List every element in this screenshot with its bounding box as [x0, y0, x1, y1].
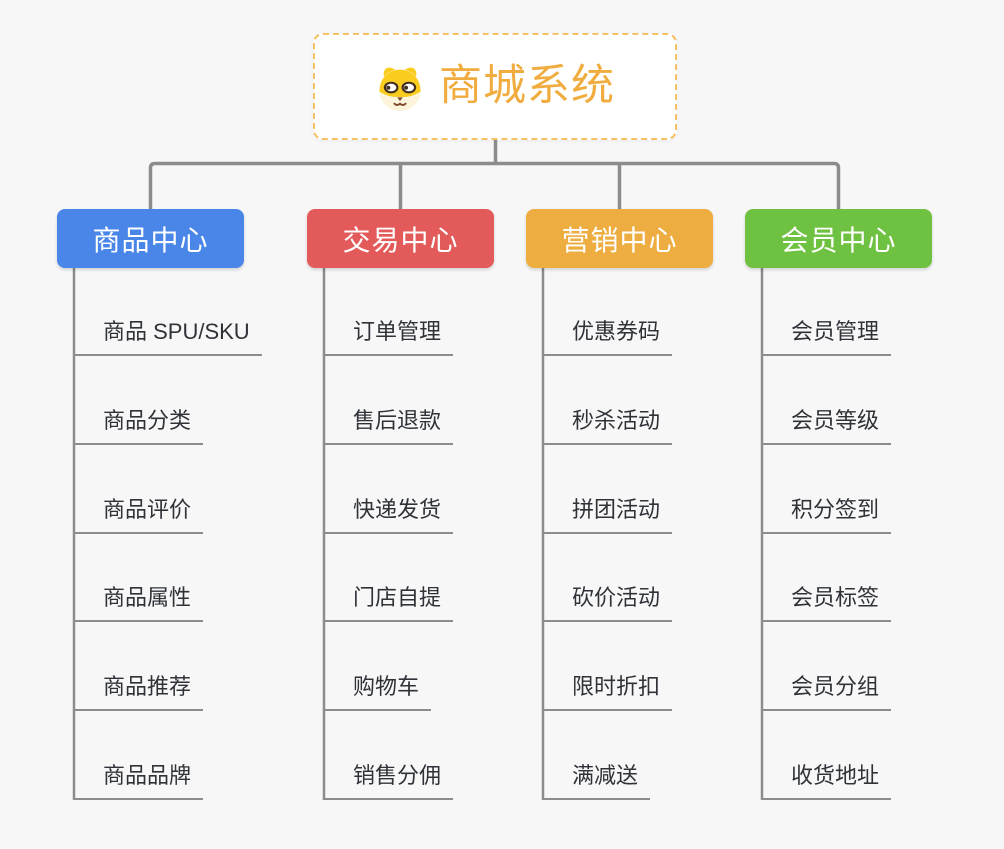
topic-item[interactable]: 会员等级 [761, 405, 892, 445]
topic-item[interactable]: 限时折扣 [542, 671, 673, 711]
topic-item[interactable]: 商品品牌 [73, 760, 204, 800]
topic-item[interactable]: 满减送 [542, 760, 651, 800]
topic-item[interactable]: 销售分佣 [323, 760, 454, 800]
topic-item[interactable]: 会员标签 [761, 582, 892, 622]
branch-header-marketing-center[interactable]: 营销中心 [526, 209, 713, 268]
topic-item[interactable]: 商品属性 [73, 582, 204, 622]
topic-item[interactable]: 秒杀活动 [542, 405, 673, 445]
topic-item[interactable]: 积分签到 [761, 494, 892, 534]
topic-item[interactable]: 购物车 [323, 671, 432, 711]
topic-item[interactable]: 商品评价 [73, 494, 204, 534]
topic-item[interactable]: 会员分组 [761, 671, 892, 711]
topic-item[interactable]: 优惠券码 [542, 316, 673, 356]
topic-item[interactable]: 商品推荐 [73, 671, 204, 711]
topic-item[interactable]: 拼团活动 [542, 494, 673, 534]
branch-header-trade-center[interactable]: 交易中心 [307, 209, 494, 268]
branch-product-center: 商品中心 商品 SPU/SKU 商品分类 商品评价 商品属性 商品推荐 商品品牌 [57, 209, 277, 849]
branch-marketing-center: 营销中心 优惠券码 秒杀活动 拼团活动 砍价活动 限时折扣 满减送 [526, 209, 746, 849]
branch-member-center: 会员中心 会员管理 会员等级 积分签到 会员标签 会员分组 收货地址 [745, 209, 965, 849]
topic-item[interactable]: 砍价活动 [542, 582, 673, 622]
branch-trade-center: 交易中心 订单管理 售后退款 快递发货 门店自提 购物车 销售分佣 [307, 209, 527, 849]
topic-item[interactable]: 会员管理 [761, 316, 892, 356]
topic-item[interactable]: 售后退款 [323, 405, 454, 445]
branch-bracket-line [148, 161, 841, 210]
topic-item[interactable]: 快递发货 [323, 494, 454, 534]
dog-face-icon [379, 67, 421, 111]
topic-item[interactable]: 门店自提 [323, 582, 454, 622]
topic-item[interactable]: 收货地址 [761, 760, 892, 800]
topic-item[interactable]: 订单管理 [323, 316, 454, 356]
root-topic[interactable]: 商城系统 [313, 33, 677, 140]
branch-header-member-center[interactable]: 会员中心 [745, 209, 932, 268]
topic-item[interactable]: 商品分类 [73, 405, 204, 445]
branch-header-product-center[interactable]: 商品中心 [57, 209, 244, 268]
root-topic-label: 商城系统 [439, 62, 615, 110]
topic-item[interactable]: 商品 SPU/SKU [73, 316, 262, 356]
